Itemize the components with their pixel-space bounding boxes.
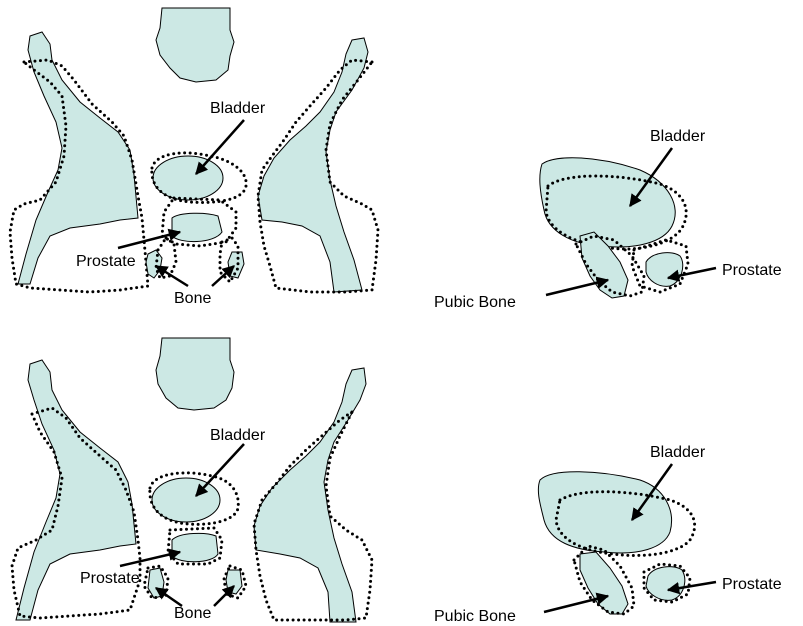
prostate-label: Prostate (76, 253, 136, 270)
sacrum-shape (156, 8, 234, 82)
sacrum-shape (156, 338, 234, 410)
prostate-label: Prostate (80, 570, 140, 587)
bladder-label: Bladder (210, 100, 266, 117)
prostate-shape (646, 253, 683, 287)
bladder-shape (153, 156, 223, 200)
bladder-arrow (196, 444, 244, 496)
bladder-label: Bladder (210, 427, 266, 444)
bladder-label: Bladder (650, 128, 706, 145)
bladder-label: Bladder (650, 444, 706, 461)
prostate-shape (172, 213, 222, 241)
bone-label: Bone (174, 290, 211, 307)
bone-label: Bone (174, 605, 211, 622)
prostate-shape (172, 533, 218, 561)
panel-bottom-left: Bladder Prostate Bone (12, 338, 372, 622)
pubic-bone-label: Pubic Bone (434, 294, 516, 311)
prostate-label: Prostate (722, 262, 782, 279)
right-pelvic-bone-shape (254, 368, 366, 622)
right-pelvic-bone-shape (258, 38, 368, 292)
prostate-arrow (120, 552, 180, 566)
panel-top-right: Bladder Prostate Pubic Bone (434, 128, 782, 311)
panel-top-left: Bladder Prostate Bone (10, 8, 378, 307)
pubic-bone-shape (580, 552, 628, 614)
left-bone-fragment-shape (148, 568, 164, 598)
prostate-shape (646, 567, 685, 601)
left-bone-fragment-shape (146, 250, 162, 278)
prostate-label: Prostate (722, 576, 782, 593)
panel-bottom-right: Bladder Prostate Pubic Bone (434, 444, 782, 625)
pubic-bone-label: Pubic Bone (434, 608, 516, 625)
